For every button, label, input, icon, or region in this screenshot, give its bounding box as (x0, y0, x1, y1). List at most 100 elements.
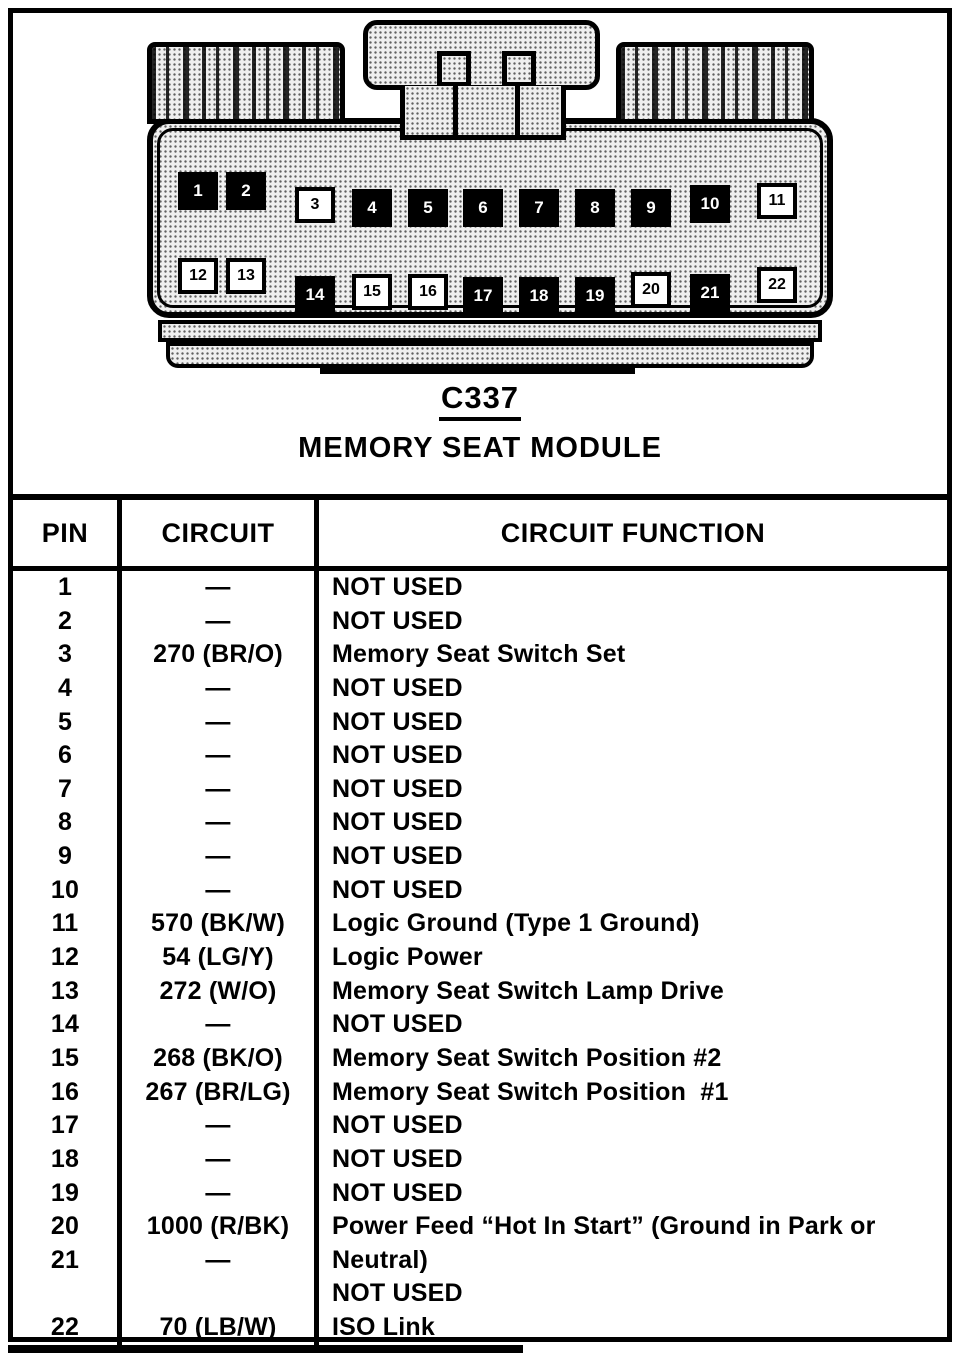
table-row: 7— NOT USED (13, 772, 947, 807)
pin-box-1: 1 (178, 172, 218, 210)
function-cell: Memory Seat Switch Lamp Drive (332, 976, 725, 1005)
table-row: 21— Neutral) (13, 1243, 947, 1278)
pin-cell: 1 (13, 571, 122, 605)
table-row: 19— NOT USED (13, 1176, 947, 1211)
circuit-cell: — (122, 840, 319, 874)
circuit-cell: — (122, 1142, 319, 1177)
pin-cell: 8 (13, 806, 122, 841)
function-cell: NOT USED (332, 707, 463, 736)
connector-shadow (320, 368, 635, 374)
function-cell: NOT USED (332, 741, 463, 770)
function-cell: Power Feed “Hot In Start” (Ground in Par… (332, 1212, 876, 1241)
pin-box-22: 22 (757, 267, 797, 303)
pin-box-11: 11 (757, 183, 797, 219)
connector-latch-lower (400, 86, 566, 140)
pin-box-18: 18 (519, 277, 559, 315)
table-row: 8—NOT USED (13, 806, 947, 841)
pin-cell: 6 (13, 739, 122, 773)
table-row: 1—NOT USED (13, 571, 947, 605)
pin-cell: 19 (13, 1176, 122, 1211)
function-cell: NOT USED (332, 673, 463, 702)
function-cell: NOT USED (332, 774, 463, 803)
header-pin: PIN (13, 500, 122, 566)
pin-cell: 11 (13, 907, 122, 942)
circuit-cell: 54 (LG/Y) (122, 941, 319, 975)
circuit-cell: — (122, 873, 319, 908)
pin-box-6: 6 (463, 189, 503, 227)
connector-right-wire-bundle (616, 42, 814, 124)
connector-name-label: MEMORY SEAT MODULE (298, 432, 662, 464)
pin-cell: 22 (13, 1311, 122, 1345)
table-row: 18—NOT USED (13, 1142, 947, 1177)
function-cell: Memory Seat Switch Position #1 (332, 1077, 729, 1106)
pin-box-16: 16 (408, 274, 448, 310)
pin-cell: 3 (13, 638, 122, 672)
pin-box-2: 2 (226, 172, 266, 210)
table-row: 9—NOT USED (13, 840, 947, 874)
function-cell: Memory Seat Switch Set (332, 640, 626, 669)
table-row: NOT USED (13, 1277, 947, 1312)
circuit-cell: — (122, 772, 319, 807)
pin-cell: 14 (13, 1008, 122, 1042)
connector-bottom-strip-2 (166, 342, 814, 368)
pin-cell (13, 1277, 122, 1312)
function-cell: Neutral) (332, 1245, 429, 1274)
pin-box-5: 5 (408, 189, 448, 227)
pin-cell: 15 (13, 1041, 122, 1076)
table-row: 10—NOT USED (13, 873, 947, 908)
page-border (8, 8, 952, 1342)
table-row: 2— NOT USED (13, 604, 947, 639)
connector-left-wire-bundle (147, 42, 345, 124)
circuit-cell: 570 (BK/W) (122, 907, 319, 942)
pin-box-19: 19 (575, 277, 615, 315)
pin-cell: 13 (13, 974, 122, 1009)
pin-box-9: 9 (631, 189, 671, 227)
circuit-cell: 70 (LB/W) (122, 1311, 319, 1345)
function-cell: NOT USED (332, 1178, 463, 1207)
circuit-cell: — (122, 1008, 319, 1042)
connector-latch-tab (363, 20, 600, 90)
pin-cell: 5 (13, 705, 122, 740)
circuit-cell (122, 1277, 319, 1312)
pin-cell: 21 (13, 1243, 122, 1278)
pin-box-17: 17 (463, 277, 503, 315)
circuit-cell: — (122, 739, 319, 773)
circuit-cell: — (122, 1109, 319, 1143)
pin-cell: 12 (13, 941, 122, 975)
pin-box-4: 4 (352, 189, 392, 227)
circuit-cell: — (122, 1176, 319, 1211)
pin-box-12: 12 (178, 258, 218, 294)
pin-box-3: 3 (295, 187, 335, 223)
function-cell: NOT USED (332, 842, 463, 871)
bottom-edge-bar (8, 1345, 523, 1353)
pin-cell: 7 (13, 772, 122, 807)
function-cell: NOT USED (332, 808, 463, 837)
circuit-cell: 1000 (R/BK) (122, 1210, 319, 1244)
function-cell: Logic Ground (Type 1 Ground) (332, 909, 700, 938)
function-cell: ISO Link (332, 1313, 436, 1342)
circuit-cell: — (122, 604, 319, 639)
circuit-cell: — (122, 1243, 319, 1278)
pin-box-8: 8 (575, 189, 615, 227)
circuit-cell: 272 (W/O) (122, 974, 319, 1009)
function-cell: NOT USED (332, 1279, 463, 1308)
pin-cell: 4 (13, 671, 122, 706)
pin-box-21: 21 (690, 274, 730, 312)
section-divider (8, 494, 952, 500)
pin-cell: 10 (13, 873, 122, 908)
pin-box-10: 10 (690, 185, 730, 223)
function-cell: Logic Power (332, 943, 483, 972)
table-row: 4—NOT USED (13, 671, 947, 706)
latch-bar (515, 86, 520, 135)
pin-cell: 2 (13, 604, 122, 639)
latch-slot (437, 51, 471, 87)
connector-id-label: C337 (0, 380, 960, 421)
pin-box-15: 15 (352, 274, 392, 310)
connector-bottom-strip-1 (158, 320, 822, 342)
function-cell: NOT USED (332, 606, 463, 635)
